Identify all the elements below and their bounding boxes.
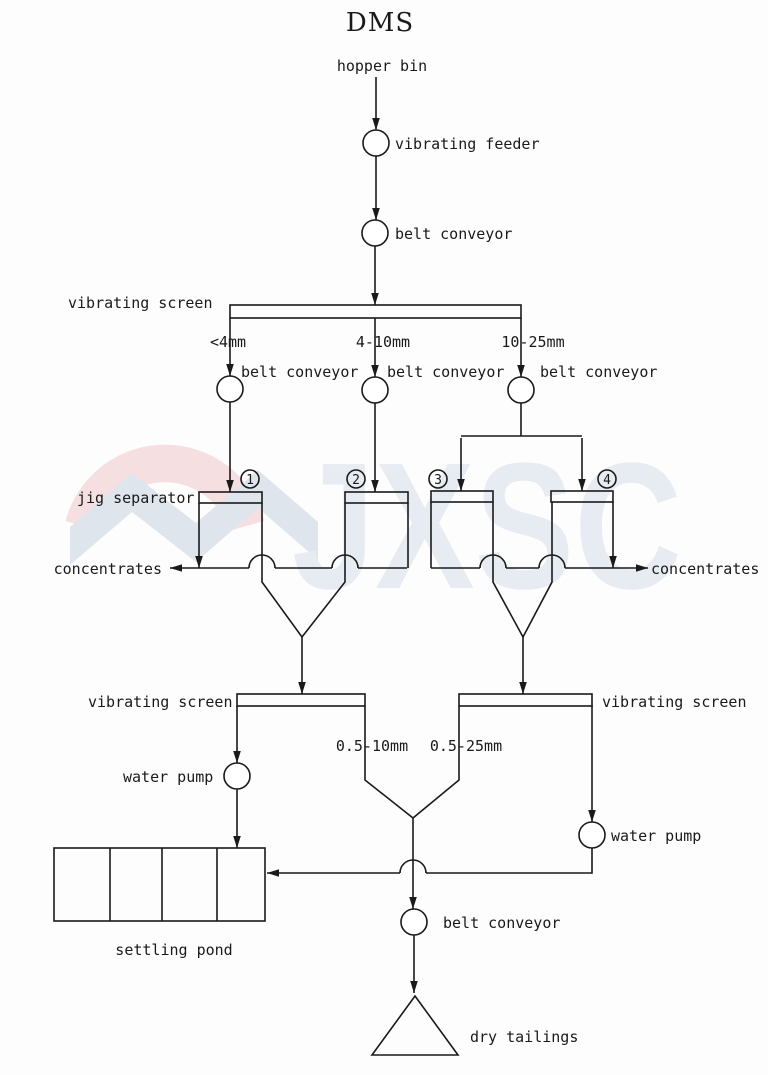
belt-conveyor-top-label: belt conveyor [395,225,512,243]
water-pump-right-node [578,821,606,849]
fraction-05-25-label: 0.5-25mm [430,737,502,755]
primary-screen-label: vibrating screen [68,294,213,312]
concentrates-line-right [431,554,648,572]
secondary-screen-right [458,693,593,707]
return-line-right-segment [426,848,593,874]
water-pump-left-label: water pump [123,768,213,786]
jig-4-box [550,490,614,503]
belt-conveyor-bottom-label: belt conveyor [443,914,560,932]
hopper-bin-label: hopper bin [337,57,427,75]
undersize-merge [364,706,460,819]
jig-unit-badges: 1 2 3 4 [240,469,617,489]
jig-3-box [430,490,494,503]
vibrating-feeder-node [362,129,390,157]
jig-4-badge [597,469,617,489]
fraction-05-10-label: 0.5-10mm [336,737,408,755]
jig-1-box [198,491,263,504]
jig-3-badge [428,469,448,489]
fraction-1-label: <4mm [210,333,246,351]
jig-2-badge [346,469,366,489]
settling-pond-label: settling pond [115,941,232,959]
jxsc-watermark: JXSC [65,426,682,627]
secondary-screen-left-label: vibrating screen [88,693,233,711]
jig-1-badge [240,469,260,489]
watermark-arc [65,444,265,531]
line-hop-arcs-right [479,554,566,569]
fraction-2-label: 4-10mm [356,333,410,351]
belt-conveyor-3-label: belt conveyor [540,363,657,381]
belt-conveyor-3-node [507,376,535,404]
settling-pond: settling pond [53,847,266,959]
concentrates-line-left [170,554,407,572]
concentrates-left-label: concentrates [54,560,162,578]
funnel-right [492,502,553,638]
diagram-title: DMS [346,8,414,38]
watermark-chevron [70,470,318,565]
belt-conveyor-1-label: belt conveyor [241,363,358,381]
vibrating-feeder-label: vibrating feeder [395,135,540,153]
jig-1-number: 1 [246,473,254,488]
secondary-screen-right-label: vibrating screen [602,693,747,711]
jig-2-number: 2 [352,473,360,488]
primary-vibrating-screen [229,304,522,319]
dry-tailings-label: dry tailings [470,1028,578,1046]
belt-conveyor-2-label: belt conveyor [387,363,504,381]
belt-conveyor-top-node [361,219,389,247]
dry-tailings-pile [370,994,460,1056]
jig-separator-label: jig separator [77,489,194,507]
belt-conveyor-bottom-node [400,908,428,936]
fraction-3-label: 10-25mm [501,333,564,351]
jig-4-number: 4 [603,473,611,488]
belt-conveyor-2-node [361,376,389,404]
water-pump-right-label: water pump [611,827,701,845]
jig-2-box [344,491,409,504]
funnel-left [261,503,346,638]
settling-pond-box [53,847,266,922]
feed-split-3-4 [461,403,582,437]
line-hop-arcs-left [248,554,359,569]
pump-right-return-line [267,848,593,877]
watermark-text: JXSC [292,426,682,627]
water-pump-left-node [223,762,251,790]
settling-pond-dividers [109,848,218,921]
jig-3-number: 3 [434,473,442,488]
belt-conveyor-1-node [216,375,244,403]
secondary-screen-left [236,693,366,707]
concentrates-right-label: concentrates [651,560,759,578]
